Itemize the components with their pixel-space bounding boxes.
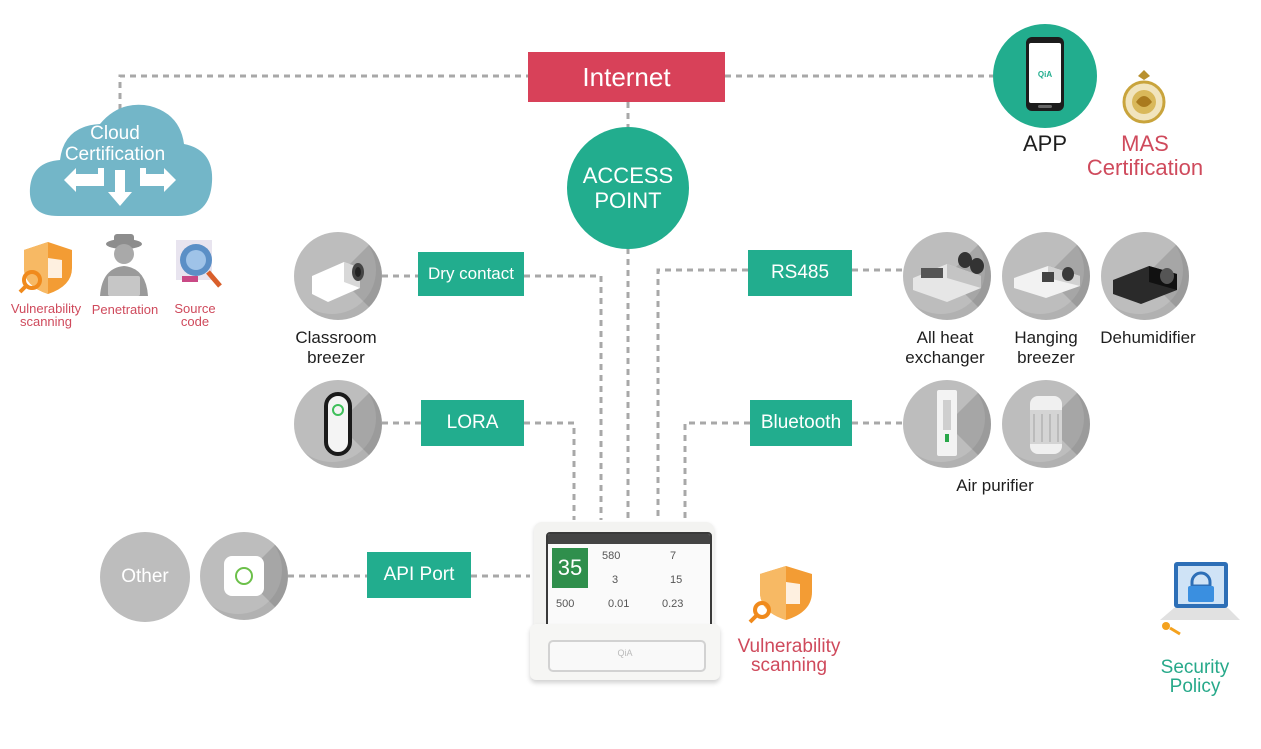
security-policy-laptop-icon [1160, 562, 1240, 636]
dehumidifier-icon [1113, 266, 1177, 304]
monitor-status-bar [548, 534, 710, 544]
monitor-reading-2: 7 [670, 550, 677, 562]
security-policy-label: Security Policy [1140, 658, 1250, 696]
lora-sensor-icon [324, 392, 352, 456]
source-code-icon [176, 240, 222, 288]
dry-contact-tag: Dry contact [418, 252, 524, 296]
cloud-label-line1: Cloud [90, 123, 140, 144]
monitor-reading-7: 0.23 [662, 598, 684, 610]
api-port-label: API Port [383, 564, 455, 585]
classroom-breezer-label: Classroom breezer [280, 328, 392, 368]
monitor-reading-1: 580 [602, 550, 621, 562]
app-label: APP [1022, 131, 1068, 156]
heat-exchanger-icon [913, 252, 984, 302]
purifier-tower-circle [903, 380, 991, 468]
classroom-breezer-line1: Classroom [295, 328, 377, 347]
api-sensor-icon [224, 556, 264, 596]
bluetooth-label: Bluetooth [760, 412, 842, 433]
classroom-breezer-icon [312, 262, 364, 302]
access-point-line1: ACCESS [582, 163, 674, 188]
classroom-breezer-line2: breezer [307, 348, 365, 367]
vulnerability-shield-icon [18, 242, 72, 294]
heat-exchanger-line2: exchanger [905, 348, 985, 367]
source-code-line2: code [180, 314, 210, 329]
monitor-screen: 35 580 7 3 15 500 0.01 0.23 [546, 532, 712, 630]
hanging-breezer-line2: breezer [1017, 348, 1075, 367]
api-device-circle [200, 532, 288, 620]
hanging-breezer-label: Hanging breezer [996, 328, 1096, 368]
vulnerability-scanning-small-label: Vulnerability scanning [2, 302, 90, 328]
mas-line1: MAS [1121, 131, 1169, 156]
air-purifier-label: Air purifier [956, 476, 1034, 495]
penetration-hacker-icon [100, 234, 148, 296]
monitor-vent [548, 640, 706, 672]
other-label: Other [121, 566, 169, 587]
rs485-tag: RS485 [748, 250, 852, 296]
vulnerability-scanning-label: Vulnerability scanning [724, 637, 854, 675]
vuln-large-line1: Vulnerability [737, 636, 841, 657]
mas-label: MAS Certification [1070, 132, 1220, 180]
security-policy-line1: Security [1160, 657, 1230, 678]
internet-label: Internet [582, 61, 671, 92]
cloud-icon [29, 104, 213, 216]
cloud-internet-line [118, 74, 528, 110]
dry-contact-label: Dry contact [428, 264, 514, 283]
rs485-label: RS485 [770, 262, 830, 283]
hanging-breezer-circle [1002, 232, 1090, 320]
monitor-base: QiA [530, 624, 720, 680]
bluetooth-tag: Bluetooth [750, 400, 852, 446]
monitor-reading-6: 0.01 [608, 598, 630, 610]
security-policy-line2: Policy [1169, 676, 1221, 697]
monitor-reading-5: 500 [556, 598, 575, 610]
dry-monitor-line [524, 274, 603, 520]
lora-device-circle [294, 380, 382, 468]
lora-tag: LORA [421, 400, 524, 446]
api-port-tag: API Port [367, 552, 471, 598]
purifier-tower-icon [937, 390, 957, 456]
other-circle: Other [100, 532, 190, 622]
vuln-small-line2: scanning [19, 314, 73, 329]
penetration-label: Penetration [91, 302, 159, 317]
purifier-cylinder-circle [1002, 380, 1090, 468]
rs485-monitor-line [656, 268, 748, 520]
vulnerability-shield-large-icon [748, 566, 812, 624]
heat-exchanger-circle [903, 232, 991, 320]
heat-exchanger-line1: All heat [916, 328, 974, 347]
lora-monitor-line [524, 421, 576, 520]
mas-seal-icon [1122, 70, 1166, 124]
monitor-reading-4: 15 [670, 574, 683, 586]
dehumidifier-label: Dehumidifier [1100, 328, 1196, 347]
classroom-breezer-circle [294, 232, 382, 320]
smartphone-icon: QiA [1026, 37, 1064, 111]
bt-monitor-line [683, 421, 750, 520]
cloud-label: Cloud Certification [40, 123, 190, 165]
lora-label: LORA [446, 412, 499, 433]
hanging-breezer-line1: Hanging [1014, 328, 1078, 347]
vuln-small-line1: Vulnerability [10, 301, 82, 316]
source-code-label: Source code [162, 302, 228, 328]
mas-line2: Certification [1086, 155, 1204, 180]
source-code-line1: Source [174, 301, 216, 316]
monitor-brand: QiA [617, 648, 633, 658]
app-circle: QiA [993, 24, 1097, 128]
heat-exchanger-label: All heat exchanger [896, 328, 994, 368]
access-point-line2: POINT [594, 188, 662, 213]
vuln-large-line2: scanning [750, 655, 828, 676]
monitor-reading-3: 3 [612, 574, 619, 586]
app-screen-logo: QiA [1038, 70, 1052, 79]
access-point-circle: ACCESS POINT [567, 127, 689, 249]
hanging-breezer-icon [1014, 266, 1080, 298]
monitor-main-reading: 35 [552, 548, 588, 588]
internet-box: Internet [528, 52, 725, 102]
purifier-cylinder-icon [1030, 396, 1062, 454]
air-quality-monitor: 35 580 7 3 15 500 0.01 0.23 QiA [530, 520, 724, 680]
cloud-label-line2: Certification [64, 144, 166, 165]
dehumidifier-circle [1101, 232, 1189, 320]
